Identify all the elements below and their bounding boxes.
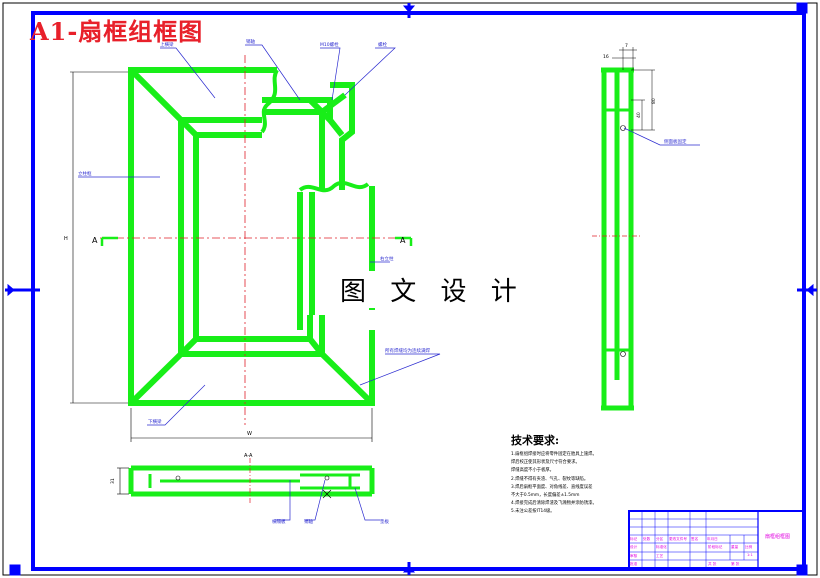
section-mark-right [395,236,413,246]
title-block-cell: 标记 [630,537,638,541]
watermark-text: 图 文 设 计 [336,271,529,308]
title-block-cell: 分区 [656,537,664,541]
corner-bevel [307,97,333,123]
callout-bottom-beam: 下横梁 [148,418,162,425]
top-beam-bevel [128,67,184,123]
leaders-section [275,479,380,521]
callout-weld-note: 所有焊缝均为连续满焊 [385,347,430,354]
callout-pin: 销轴 [246,38,255,45]
inner-bevel-br [307,337,325,356]
callout-left-column: 立柱框 [78,170,92,177]
requirements-heading: 技术要求: [511,434,560,447]
leaders-front [78,44,441,426]
side-dim-c: 40 [636,112,642,118]
requirement-line: 焊后校正使其形状及尺寸符合要求。 [511,460,580,466]
requirement-line: 不大于0.5mm，长度偏差±1.5mm [511,493,580,499]
section-mark-left [100,236,118,246]
title-block-cell: 共 张 [708,562,717,566]
requirement-line: 5.未注公差按IT14级。 [511,509,555,515]
title-block-cell: 设计 [630,545,638,549]
callout-bolt-2: 螺栓 [378,41,387,48]
section-view [128,465,375,497]
title-block-cell: 签名 [691,537,699,541]
title-block-cell: 比例 [745,545,753,549]
section-view-label: A-A [244,453,253,459]
inner-bevel-bl [178,336,199,357]
side-view-details [612,47,655,131]
right-column-upper [262,97,333,120]
centerlines-front [100,55,395,425]
top-break-line [260,68,279,134]
side-dim-d: 80 [651,98,657,104]
drawing-title: A1-扇框组框图 [30,17,204,46]
callout-sec-part-1: 横隔板 [272,518,286,525]
section-details [117,467,332,499]
title-block-scale: 1:1 [747,553,753,557]
requirement-line: 2.焊缝不得有夹渣、气孔、裂纹等缺陷。 [511,476,589,482]
side-view [601,67,634,411]
side-pin-upper [620,125,626,131]
bottom-beam-bevel-left [128,351,184,406]
requirement-line: 1.扇框组焊接时应将零件固定在胎具上施焊。 [511,452,597,457]
section-mark-left-letter: A [92,236,98,245]
callout-side-note: 侧面板固定 [664,138,687,145]
title-block-cell: 审核 [630,554,638,558]
title-block-cell: 第 张 [731,562,740,566]
corner-brace [320,92,347,115]
frame-inner-ring-2 [193,132,313,342]
callout-sec-part-2: 销轴 [304,518,313,525]
callout-top-beam: 上横梁 [160,41,174,48]
side-dim-a: 16 [603,54,609,60]
callout-right-column: 右立柱 [380,255,394,262]
title-block-cell: 工艺 [656,554,664,558]
title-block-cell: 标准化 [656,545,667,549]
title-block-cell: 更改文件号 [669,537,687,541]
section-dim-height: 31 [110,478,116,484]
side-leader [623,127,700,146]
side-pin-lower [620,351,626,357]
inner-bevel-tl [178,117,199,138]
mid-break-line [298,180,370,193]
callout-sec-part-3: 垫板 [380,518,389,525]
requirement-line: 3.焊后扇框平面度、对角线差、直线度误差 [511,484,593,490]
dim-height: H [64,236,68,242]
dim-width: W [247,431,252,437]
bottom-beam-bevel-right [319,351,375,406]
title-block-cell: 年月日 [707,537,718,541]
section-mark-right-letter: A [400,236,406,245]
corner-bevel-2 [327,118,345,137]
title-block-cell: 重量 [731,545,739,549]
right-column-member [330,82,355,190]
title-block-cell: 处数 [643,537,651,541]
side-dim-top: 7 [625,43,628,49]
title-block-drawing-name: 扇框组框图 [765,534,791,540]
technical-requirements: 技术要求: 1.扇框组焊接时应将零件固定在胎具上施焊。 焊后校正使其形状及尺寸符… [511,432,629,517]
title-block-cell: 阶段标记 [708,545,723,549]
title-block [628,510,805,570]
requirement-line: 焊缝高度不小于板厚。 [511,468,554,474]
title-block-cell: 批准 [630,562,638,566]
front-view [128,67,375,406]
dimension-lines-front [70,71,373,442]
requirement-line: 4.焊接完成后清除焊渣及飞溅物并涂防锈漆。 [511,501,597,507]
callout-bolt-1: M10螺栓 [320,41,339,48]
